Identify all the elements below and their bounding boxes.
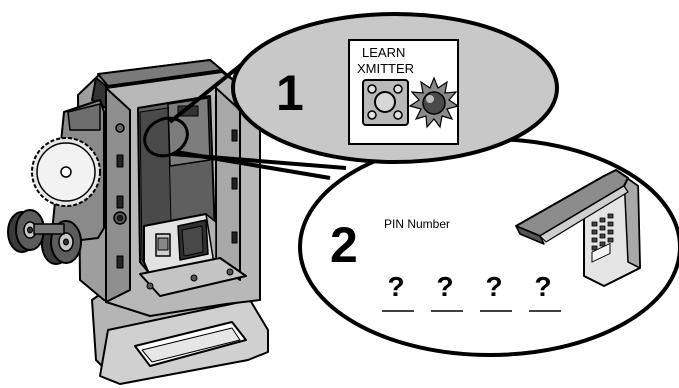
xmitter-label: XMITTER bbox=[357, 61, 414, 76]
learn-label: LEARN bbox=[362, 45, 405, 60]
step-number-1: 1 bbox=[276, 65, 304, 121]
pin-digit-3: ? bbox=[485, 271, 502, 302]
pin-digit-2: ? bbox=[436, 271, 453, 302]
step-number-2: 2 bbox=[330, 217, 358, 273]
pin-digit-1: ? bbox=[387, 271, 404, 302]
pin-digit-4: ? bbox=[534, 271, 551, 302]
learn-button-icon[interactable] bbox=[363, 80, 408, 125]
gate-operator-illustration bbox=[8, 60, 268, 384]
pin-number-label: PIN Number bbox=[384, 217, 450, 231]
